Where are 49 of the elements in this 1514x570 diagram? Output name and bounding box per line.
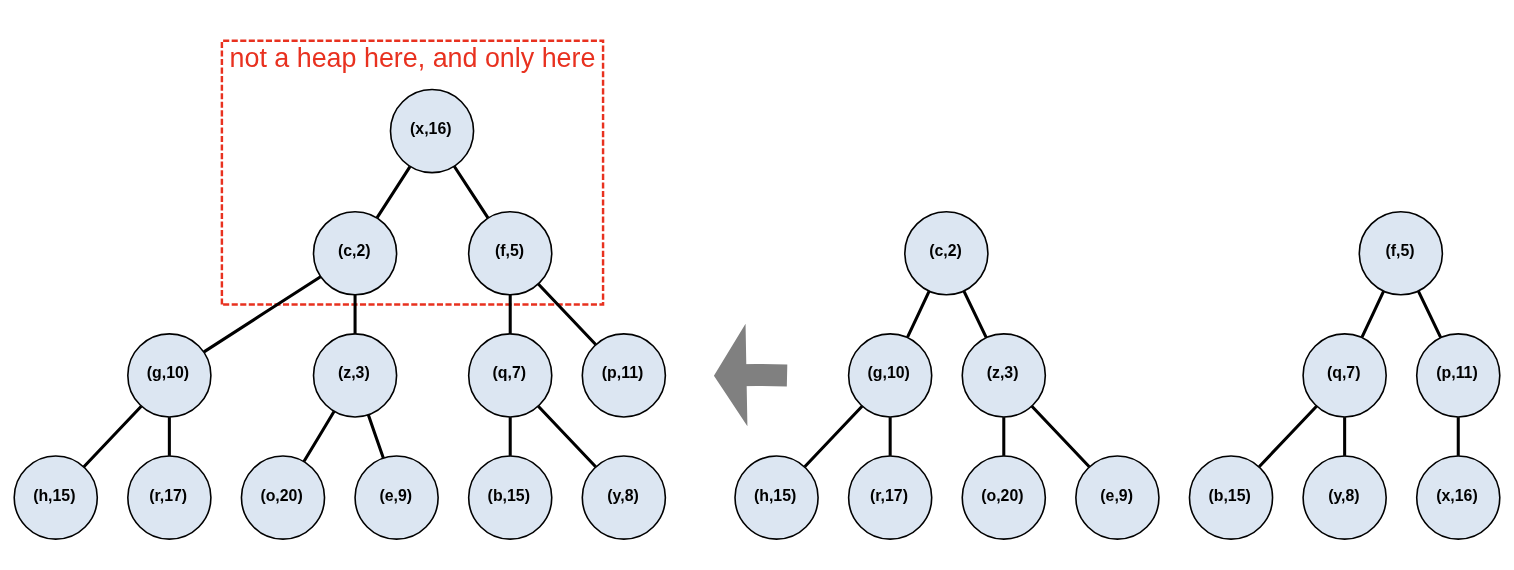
connector (1030, 405, 1091, 468)
node-circle: (e,9) (354, 455, 439, 540)
node-circle: (p,11) (1415, 333, 1501, 418)
connector (508, 295, 512, 334)
connector (375, 165, 412, 219)
node-circle: (h,15) (734, 455, 819, 540)
node-circle: (f,5) (467, 210, 553, 296)
connector (962, 290, 988, 339)
node-circle: (q,7) (467, 333, 553, 418)
connector (452, 165, 490, 219)
connector (366, 414, 385, 459)
node-circle: (r,17) (847, 455, 933, 540)
connector (888, 417, 892, 456)
connector (803, 405, 864, 468)
node-circle: (g,10) (847, 333, 933, 418)
connector (537, 405, 597, 468)
node-circle: (c,2) (904, 210, 989, 296)
node-circle: (o,20) (961, 455, 1047, 540)
connector (1258, 405, 1318, 468)
node-circle: (z,3) (312, 333, 398, 418)
connector (1360, 290, 1385, 338)
connector (537, 283, 597, 346)
node-circle: (b,15) (1188, 455, 1274, 540)
node-circle: (x,16) (1415, 455, 1501, 540)
node-circle: (g,10) (127, 333, 212, 418)
connector (508, 417, 512, 456)
connector (167, 417, 171, 456)
connector (302, 410, 336, 463)
node-circle: (z,3) (961, 333, 1047, 418)
node-circle: (x,16) (389, 88, 475, 174)
node-circle: (h,15) (13, 455, 99, 540)
connector (82, 405, 143, 468)
node-circle: (b,15) (467, 455, 553, 540)
connector (1417, 290, 1442, 339)
connector (1456, 417, 1460, 456)
connector (906, 290, 931, 338)
node-circle: (y,8) (581, 455, 667, 540)
connector (1002, 417, 1006, 456)
connector (203, 275, 322, 354)
node-circle: (r,17) (127, 455, 212, 540)
node-circle: (y,8) (1302, 455, 1387, 540)
node-circle: (o,20) (240, 455, 326, 540)
node-circle: (p,11) (581, 333, 667, 418)
node-circle: (q,7) (1302, 333, 1387, 418)
node-circle: (e,9) (1075, 455, 1160, 540)
connector (353, 295, 357, 334)
connector (1343, 417, 1347, 456)
node-circle: (c,2) (312, 210, 398, 296)
node-circle: (f,5) (1358, 210, 1444, 296)
